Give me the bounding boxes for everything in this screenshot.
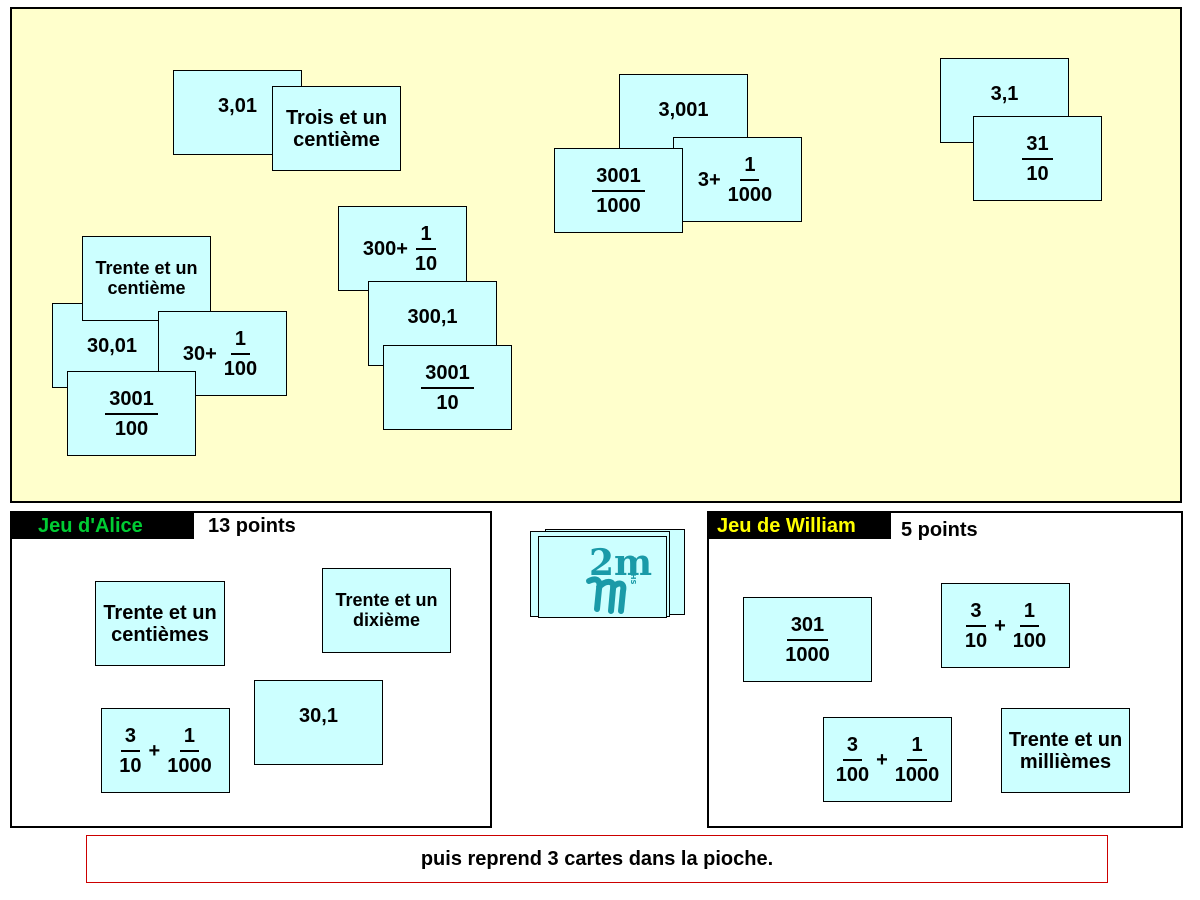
numerator: 3 (966, 600, 986, 627)
denominator: 10 (119, 754, 142, 777)
card-words[interactable]: Trente et un centièmes (95, 581, 225, 666)
game-board: 3,01 Trois et un centième 3,001 3+ 1 100… (10, 7, 1182, 503)
card-text: 3,001 (658, 99, 709, 121)
denominator: 1000 (785, 643, 830, 666)
denominator: 100 (114, 417, 149, 440)
denominator: 100 (835, 763, 870, 786)
numerator: 1 (740, 154, 760, 181)
card-text: 30,1 (299, 705, 338, 727)
denominator: 100 (223, 357, 258, 380)
card-fraction-sum[interactable]: 3 10 + 1 1000 (101, 708, 230, 793)
card-text: 3,1 (990, 83, 1019, 105)
numerator: 3001 (421, 362, 474, 389)
denominator: 10 (436, 391, 459, 414)
fraction: 1 1000 (163, 725, 216, 777)
numerator: 1 (1019, 600, 1040, 627)
numerator: 1 (179, 725, 200, 752)
card-words[interactable]: Trente et un centième (82, 236, 211, 321)
denominator: 1000 (167, 754, 212, 777)
alice-score: 13 points (208, 515, 296, 537)
card-text: 3,01 (218, 95, 257, 117)
denominator: 10 (414, 252, 438, 275)
card-text: Trente et un dixième (335, 589, 438, 630)
whole-part: 30+ (182, 342, 217, 365)
fraction: 1 1000 (724, 154, 777, 206)
card-text: 30,01 (87, 334, 138, 357)
fraction: 1 10 (411, 223, 441, 275)
denominator: 1000 (596, 194, 641, 217)
card-words[interactable]: Trente et un dixième (322, 568, 451, 653)
card-fraction[interactable]: 301 1000 (743, 597, 872, 682)
numerator: 1 (416, 223, 436, 250)
fraction: 1 100 (220, 328, 261, 380)
player-name: Jeu de William (717, 515, 856, 537)
card-fraction[interactable]: 3+ 1 1000 (673, 137, 802, 222)
fraction: 3 10 (961, 600, 991, 652)
fraction: 3001 10 (421, 362, 474, 414)
william-score: 5 points (901, 519, 978, 541)
fraction: 3 100 (832, 734, 873, 786)
numerator: 3001 (105, 388, 158, 415)
card-fraction[interactable]: 300+ 1 10 (338, 206, 467, 291)
card-text: Trente et un centième (95, 257, 198, 298)
card-fraction-sum[interactable]: 3 10 + 1 100 (941, 583, 1070, 668)
numerator: 3001 (592, 165, 645, 192)
numerator: 1 (230, 328, 251, 355)
plus-sign: + (994, 614, 1006, 637)
card-fraction[interactable]: 3001 100 (67, 371, 196, 456)
fraction: 1 100 (1009, 600, 1050, 652)
card-fraction[interactable]: 3001 10 (383, 345, 512, 430)
numerator: 301 (786, 614, 829, 641)
card-words[interactable]: Trente et un millièmes (1001, 708, 1130, 793)
william-name-tag: Jeu de William (709, 513, 891, 539)
card-text: Trois et un centième (285, 106, 388, 151)
card-fraction[interactable]: 3001 1000 (554, 148, 683, 233)
fraction: 3001 100 (105, 388, 158, 440)
numerator: 31 (1022, 133, 1053, 160)
william-hand-panel: Jeu de William 5 points 301 1000 3 10 + … (707, 511, 1183, 828)
card-words[interactable]: Trois et un centième (272, 86, 401, 171)
denominator: 1000 (894, 763, 940, 786)
numerator: 3 (842, 734, 862, 761)
plus-sign: + (876, 748, 888, 771)
fraction: 1 1000 (891, 734, 944, 786)
draw-pile-card[interactable]: 2m MATHS (538, 536, 667, 618)
card-text: 300,1 (407, 306, 458, 328)
fraction: 3001 1000 (592, 165, 645, 217)
message-text: puis reprend 3 cartes dans la pioche. (420, 847, 774, 870)
player-name: Jeu d'Alice (38, 515, 143, 537)
game-message: puis reprend 3 cartes dans la pioche. (86, 835, 1108, 883)
card-text: Trente et un centièmes (103, 601, 217, 646)
fraction: 3 10 (115, 725, 145, 777)
fraction: 31 10 (1022, 133, 1053, 185)
alice-hand-panel: Jeu d'Alice 13 points Trente et un centi… (10, 511, 492, 828)
card-fraction[interactable]: 31 10 (973, 116, 1102, 201)
whole-part: 3+ (697, 168, 721, 191)
logo-caption: MATHS (629, 557, 637, 585)
denominator: 100 (1012, 629, 1047, 652)
numerator: 3 (120, 725, 140, 752)
denominator: 10 (964, 629, 988, 652)
whole-part: 300+ (362, 237, 408, 260)
alice-name-tag: Jeu d'Alice (12, 513, 194, 539)
fraction: 301 1000 (781, 614, 834, 666)
logo-letters: 2m (589, 542, 652, 584)
plus-sign: + (148, 739, 161, 762)
2m-logo-icon: 2m MATHS (539, 537, 666, 617)
numerator: 1 (907, 734, 927, 761)
card-text: Trente et un millièmes (1008, 728, 1123, 773)
denominator: 1000 (727, 183, 773, 206)
card-decimal[interactable]: 30,1 (254, 680, 383, 765)
card-fraction-sum[interactable]: 3 100 + 1 1000 (823, 717, 952, 802)
denominator: 10 (1026, 162, 1049, 185)
